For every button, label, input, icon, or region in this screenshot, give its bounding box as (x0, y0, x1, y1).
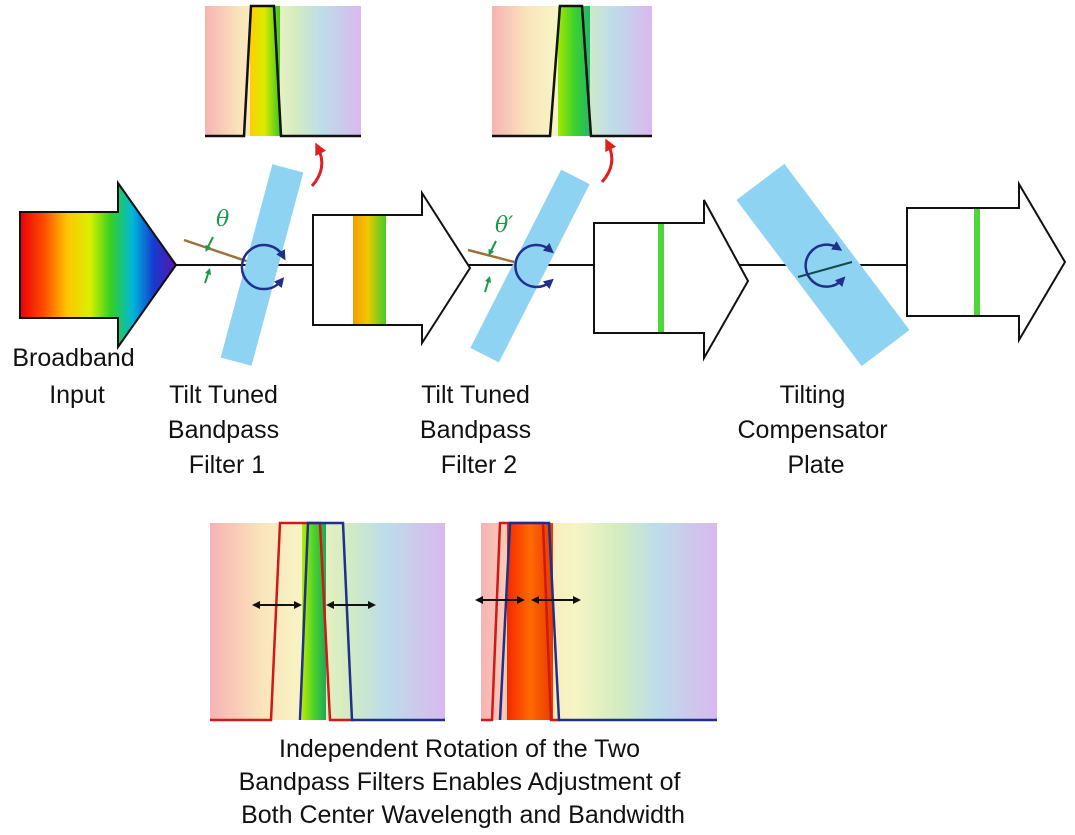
theta-prime-label: θ′ (495, 213, 513, 238)
incident-ray (467, 248, 523, 266)
tilt-arrow-red-2 (600, 138, 617, 183)
passband-fill (558, 6, 590, 136)
broadband-input-arrow (19, 179, 178, 351)
output-arrow-outline (906, 180, 1067, 344)
inset-pastel-background (205, 6, 361, 136)
rotation-arrow-icon (514, 242, 554, 290)
input-label: Broadband Input (12, 344, 141, 409)
incident-ray (183, 238, 256, 266)
angle-tick-upper (488, 240, 497, 256)
angle-tick-upper (205, 236, 214, 252)
caption: Independent Rotation of the Two Bandpass… (239, 735, 688, 829)
angle-tick-lower (484, 275, 492, 293)
filter1-spectrum-inset (205, 4, 361, 138)
bottom-inset-right (475, 521, 717, 722)
blue-filter-outline (498, 521, 717, 722)
rotation-arrow-icon (804, 241, 846, 288)
compensator-plate (736, 163, 910, 367)
filter1-label: Tilt Tuned Bandpass Filter 1 (168, 381, 286, 479)
bottom-inset-left (210, 521, 445, 722)
filter-plate (470, 169, 590, 363)
blue-filter-outline (298, 521, 445, 722)
filter1-output-arrow (312, 189, 472, 347)
filter2-spectrum-inset (492, 4, 652, 138)
filter2-label: Tilt Tuned Bandpass Filter 2 (420, 381, 538, 479)
angle-tick-lower (204, 267, 212, 284)
passband-outline (492, 4, 652, 138)
output-arrow-outline (312, 189, 472, 347)
passband-outline (205, 4, 361, 138)
output-arrow-outline (593, 199, 750, 362)
filter-plate (220, 164, 304, 366)
theta-label: θ (216, 207, 229, 232)
bandpass-filter-1: θ (183, 164, 304, 366)
filter2-output-arrow (593, 199, 750, 362)
output-band (974, 209, 980, 315)
red-filter-outline (210, 521, 354, 722)
bandpass-filter-2: θ′ (467, 169, 590, 363)
compensator-label: Tilting Compensator Plate (737, 381, 894, 479)
rotation-arrow-icon (240, 243, 286, 291)
output-band (353, 216, 386, 324)
tilt-arrow-red-1 (310, 142, 327, 187)
final-output-arrow (906, 180, 1067, 344)
output-band (658, 224, 664, 332)
compensator-block (736, 163, 910, 367)
